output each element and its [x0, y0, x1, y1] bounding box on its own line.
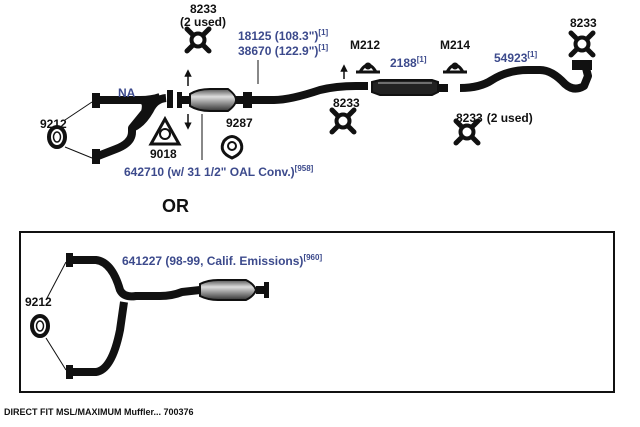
lower-gasket-ring-icon — [30, 314, 50, 338]
or-label: OR — [162, 196, 189, 216]
tailpipe — [459, 66, 592, 93]
y-pipe-outlet-flange — [167, 90, 173, 108]
lower-converter-label: 641227 (98-99, Calif. Emissions)[960] — [122, 253, 322, 268]
right-hanger-bottom-label: 8233(2 used) — [456, 111, 533, 125]
lower-gasket-label: 9212 — [25, 295, 52, 309]
tailpipe-label: 54923[1] — [494, 50, 537, 65]
flange-9018-label: 9018 — [150, 147, 177, 161]
muffler-label: 2188[1] — [390, 55, 427, 70]
hanger-mid-icon — [332, 110, 354, 132]
lower-assembly — [30, 253, 269, 379]
clamp-m212-icon — [356, 62, 380, 74]
top-hanger-part: 8233 — [190, 2, 217, 16]
clamp-m214-icon — [443, 62, 467, 74]
mid-hanger-label: 8233 — [333, 96, 360, 110]
intermediate-pipe — [252, 82, 368, 104]
lower-y-pipe-upper — [72, 256, 201, 301]
converter-label: 642710 (w/ 31 1/2" OAL Conv.)[958] — [124, 164, 314, 179]
pipe-label-2: 38670 (122.9")[1] — [238, 43, 329, 58]
footer-caption: DIRECT FIT MSL/MAXIMUM Muffler... 700376 — [4, 407, 194, 417]
top-hanger-note: (2 used) — [180, 15, 226, 29]
gasket-label: 9212 — [40, 117, 67, 131]
right-hanger-top-label: 8233 — [570, 16, 597, 30]
flange-9287-label: 9287 — [226, 116, 253, 130]
y-pipe-flange-top — [92, 93, 100, 108]
hanger-top-right-icon — [571, 33, 593, 55]
y-pipe — [96, 93, 167, 160]
upper-assembly — [47, 29, 593, 164]
hanger-top-icon — [187, 29, 209, 51]
flange-9287-icon — [220, 135, 244, 160]
lower-y-pipe-lower — [72, 301, 128, 376]
y-pipe-flange-bottom — [92, 149, 100, 164]
lower-catalytic-converter — [199, 279, 258, 301]
flange-9018-icon — [148, 115, 182, 146]
catalytic-converter — [189, 88, 238, 112]
na-label: NA — [118, 86, 136, 100]
clamp-m212-label: M212 — [350, 38, 380, 52]
alternative-box — [19, 231, 615, 393]
pipe-label-1: 18125 (108.3")[1] — [238, 28, 329, 43]
clamp-m214-label: M214 — [440, 38, 470, 52]
